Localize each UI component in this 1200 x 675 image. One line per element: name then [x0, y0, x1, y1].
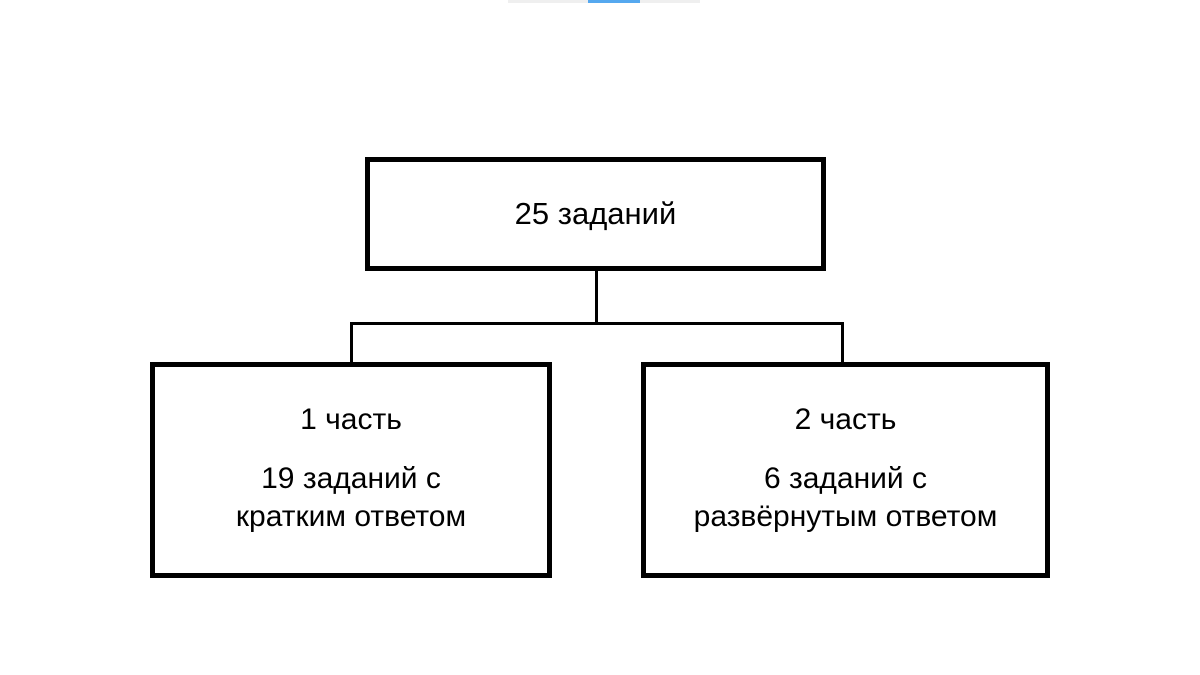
node-part-1-description-line-2: кратким ответом: [235, 500, 467, 534]
progress-bar-track[interactable]: [508, 0, 700, 3]
progress-bar-fill[interactable]: [588, 0, 640, 3]
node-part-1-title: 1 часть: [300, 403, 402, 437]
node-part-2-description-line-2: развёрнутым ответом: [693, 500, 998, 534]
node-part-1-description: 19 заданий с кратким ответом: [236, 460, 466, 537]
node-root-label: 25 заданий: [514, 196, 677, 232]
node-part-2-description-line-1: 6 заданий с: [763, 461, 928, 495]
node-root: 25 заданий: [365, 157, 826, 271]
connector-drop-left: [350, 322, 353, 364]
connector-horizontal-bar: [350, 322, 844, 325]
node-part-2: 2 часть 6 заданий с развёрнутым ответом: [641, 362, 1050, 578]
connector-stem: [595, 271, 598, 325]
node-part-2-description: 6 заданий с развёрнутым ответом: [694, 460, 998, 537]
node-part-2-title: 2 часть: [794, 403, 897, 437]
node-part-1-description-line-1: 19 заданий с: [261, 461, 441, 495]
node-part-1: 1 часть 19 заданий с кратким ответом: [150, 362, 552, 578]
connector-drop-right: [841, 322, 844, 364]
